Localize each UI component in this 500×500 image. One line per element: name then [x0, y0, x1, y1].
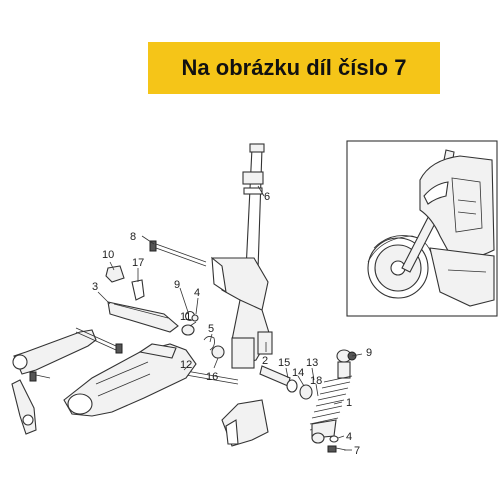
- callout-17: 17: [132, 257, 144, 269]
- steering-stem: [211, 143, 273, 369]
- banner-text: Na obrázku díl číslo 7: [181, 55, 407, 80]
- bracket-left: [11, 379, 37, 435]
- callout-3: 3: [92, 281, 98, 293]
- callout-8: 8: [130, 231, 136, 243]
- highlight-banner: Na obrázku díl číslo 7: [148, 42, 440, 94]
- main-swing-arm: [63, 343, 197, 417]
- callout-11: 11: [180, 311, 191, 323]
- callout-labels: 6 8 10 17 3 9 4 11 5 2 12 16 15 14 13 18…: [92, 191, 372, 457]
- callout-4-lower: 4: [346, 431, 352, 443]
- callout-16: 16: [206, 371, 218, 383]
- bracket-17: [131, 279, 145, 301]
- clip-5: [203, 336, 225, 359]
- nut-10: [105, 265, 125, 283]
- scooter-front-icon: [367, 149, 495, 307]
- inset-scooter: [346, 140, 498, 317]
- callout-9-upper: 9: [174, 279, 180, 291]
- leader-lines: [97, 185, 363, 451]
- shock-absorber: [309, 349, 357, 444]
- callout-2: 2: [262, 355, 268, 367]
- callout-14: 14: [292, 367, 304, 379]
- callout-12: 12: [180, 359, 192, 371]
- callout-6: 6: [264, 191, 270, 203]
- bolt-8: [149, 240, 207, 267]
- plate-3: [107, 301, 179, 333]
- spacers: [259, 365, 313, 400]
- bracket-lower: [221, 399, 269, 447]
- callout-4-upper: 4: [194, 287, 200, 299]
- callout-9-lower: 9: [366, 347, 372, 359]
- callout-15: 15: [278, 357, 290, 369]
- swing-arm: [12, 327, 123, 375]
- bolt-small-left: [29, 371, 51, 382]
- callout-13: 13: [306, 357, 318, 369]
- washer-bolt-lower: [327, 435, 347, 453]
- callout-10: 10: [102, 249, 114, 261]
- washers-left: [181, 310, 199, 336]
- callout-7: 7: [354, 445, 360, 457]
- callout-1: 1: [346, 397, 352, 409]
- callout-5: 5: [208, 323, 214, 335]
- callout-18: 18: [310, 375, 322, 387]
